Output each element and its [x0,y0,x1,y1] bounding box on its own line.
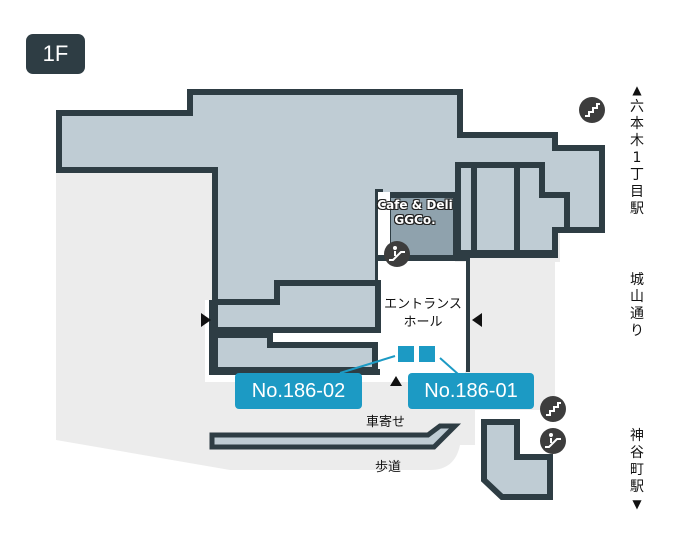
entrance-hall-label: エントランス ホール [382,296,464,332]
unit-186-01-marker [419,346,435,362]
char: 目 [630,184,644,200]
drop-off-label: 車寄せ [366,415,406,430]
floor-badge: 1F [26,34,85,74]
char: 駅 [630,479,644,495]
entrance-arrow-west [201,313,211,327]
unit-186-02-marker [398,346,414,362]
char: 木 [630,133,644,149]
char: 駅 [630,201,644,217]
char: り [630,323,644,339]
cafe-brand: GGCo. [394,213,436,227]
drop-off-island [209,423,462,450]
south-station-label: 神 谷 町 駅 ▼ [629,428,645,513]
down-arrow-icon: ▼ [632,497,642,511]
char: 神 [630,428,644,444]
cafe-label: Cafe & Deli GGCo. [376,198,454,228]
entrance-hall-line2: ホール [403,315,443,330]
char: 山 [630,289,644,305]
char: 町 [630,462,644,478]
entrance-arrow-east [472,313,482,327]
sidewalk-label: 歩道 [375,460,402,475]
north-station-label: ▲ 六 本 木 1 丁 目 駅 [629,82,645,218]
char: 通 [630,306,644,322]
char: 谷 [630,445,644,461]
unit-tag-186-02[interactable]: No.186-02 [235,373,362,409]
char: 本 [630,116,644,132]
char: 六 [630,99,644,115]
up-arrow-icon: ▲ [632,83,642,97]
stairs-icon [540,396,566,422]
entrance-arrow-south [390,376,402,386]
entrance-hall [378,262,468,370]
entrance-hall-line1: エントランス [384,297,462,312]
stairs-icon [579,97,605,123]
unit-tag-186-01[interactable]: No.186-01 [408,373,534,409]
escalator-icon [540,428,566,454]
char: 1 [632,150,642,166]
cafe-name: Cafe & Deli [377,198,453,212]
south-building [481,419,553,500]
char: 城 [630,272,644,288]
street-label: 城 山 通 り [629,272,645,340]
char: 丁 [630,167,644,183]
escalator-icon [384,241,410,267]
